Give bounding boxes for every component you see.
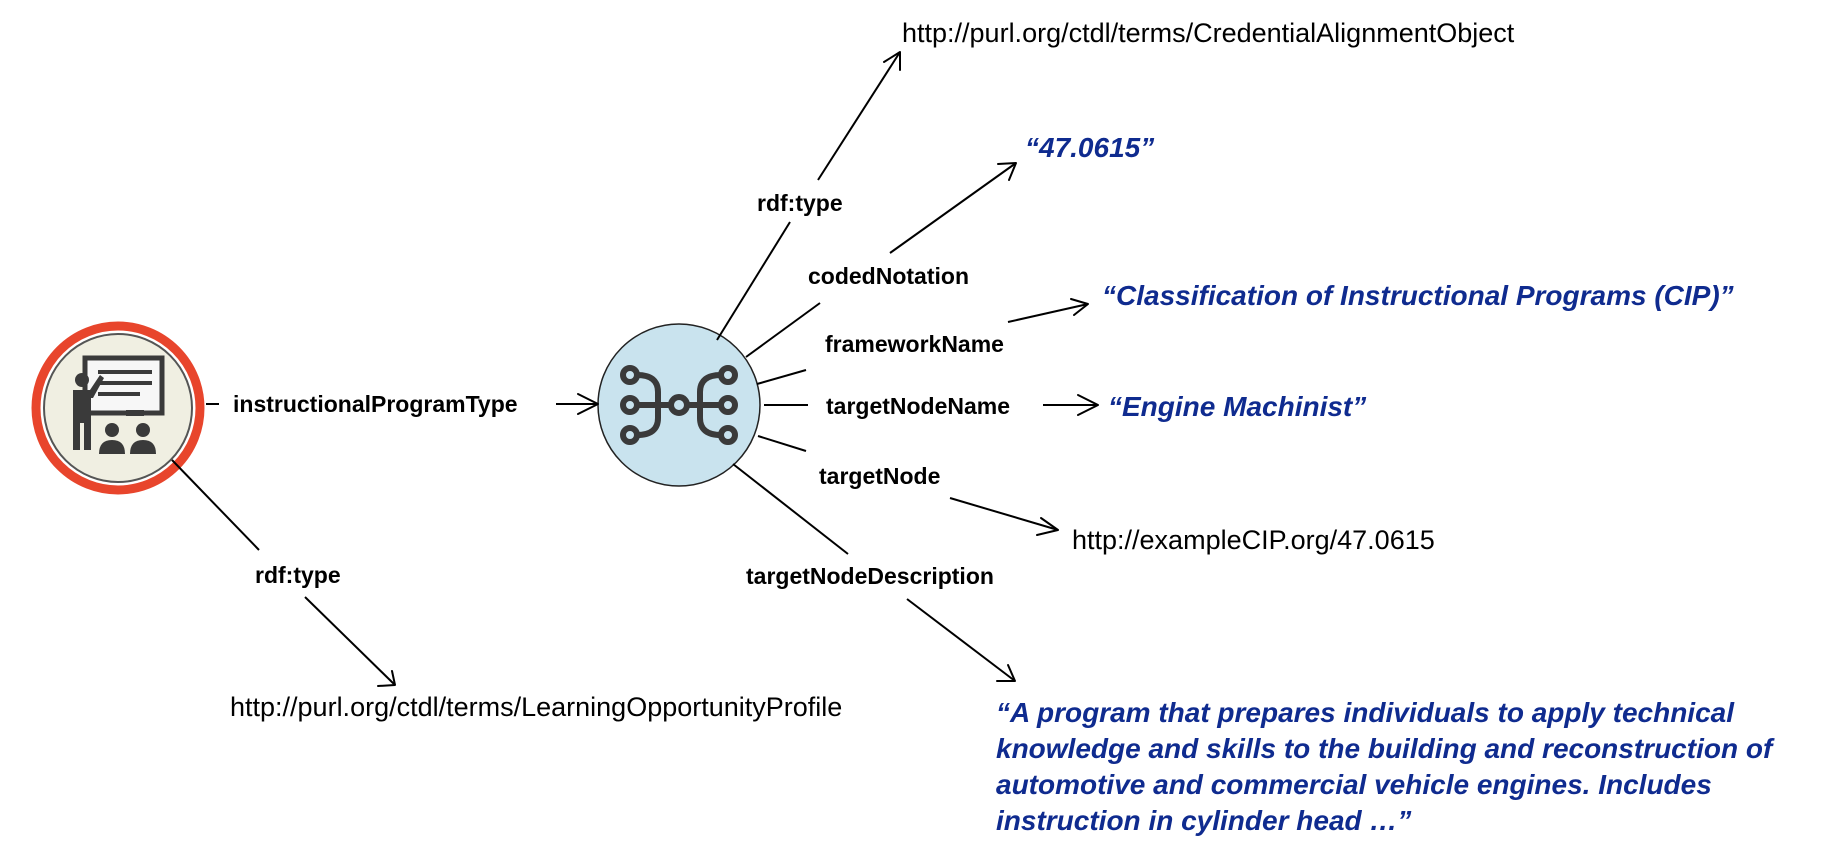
predicate-subject-rdf-type: rdf:type xyxy=(255,562,341,588)
predicate-target-node-description: targetNodeDescription xyxy=(746,563,994,589)
object-learning-opportunity-profile: http://purl.org/ctdl/terms/LearningOppor… xyxy=(230,692,842,722)
object-target-node-description-value: “A program that prepares individuals to … xyxy=(996,697,1775,836)
object-credential-alignment-object: http://purl.org/ctdl/terms/CredentialAli… xyxy=(902,18,1515,48)
edge-target-node-name: targetNodeName “Engine Machinist” xyxy=(764,391,1366,422)
object-coded-notation-value: “47.0615” xyxy=(1025,132,1154,163)
predicate-coded-notation: codedNotation xyxy=(808,263,969,289)
edge-blank-rdf-type: rdf:type http://purl.org/ctdl/terms/Cred… xyxy=(716,18,1515,341)
description-line: automotive and commercial vehicle engine… xyxy=(996,769,1712,800)
object-target-node-name-value: “Engine Machinist” xyxy=(1108,391,1366,422)
edge-framework-name: frameworkName “Classification of Instruc… xyxy=(756,280,1734,385)
object-framework-name-value: “Classification of Instructional Program… xyxy=(1102,280,1734,311)
object-target-node-value: http://exampleCIP.org/47.0615 xyxy=(1072,525,1435,555)
predicate-blank-rdf-type: rdf:type xyxy=(757,190,843,216)
branch-node-icon xyxy=(620,365,738,445)
description-line: instruction in cylinder head …” xyxy=(996,805,1411,836)
subject-node[interactable] xyxy=(31,321,205,495)
description-line: knowledge and skills to the building and… xyxy=(996,733,1775,764)
predicate-target-node-name: targetNodeName xyxy=(826,393,1010,419)
predicate-framework-name: frameworkName xyxy=(825,331,1004,357)
edge-subject-rdf-type: rdf:type http://purl.org/ctdl/terms/Lear… xyxy=(171,459,842,722)
edge-coded-notation: codedNotation “47.0615” xyxy=(745,132,1154,358)
teacher-classroom-icon xyxy=(73,355,165,454)
alignment-blank-node[interactable] xyxy=(597,323,761,487)
edge-target-node: targetNode http://exampleCIP.org/47.0615 xyxy=(757,435,1435,555)
predicate-instructional-program-type: instructionalProgramType xyxy=(233,391,518,417)
edge-target-node-description: targetNodeDescription “A program that pr… xyxy=(732,463,1775,836)
description-line: “A program that prepares individuals to … xyxy=(996,697,1735,728)
predicate-target-node: targetNode xyxy=(819,463,940,489)
edge-instructional-program-type: instructionalProgramType xyxy=(206,391,599,417)
